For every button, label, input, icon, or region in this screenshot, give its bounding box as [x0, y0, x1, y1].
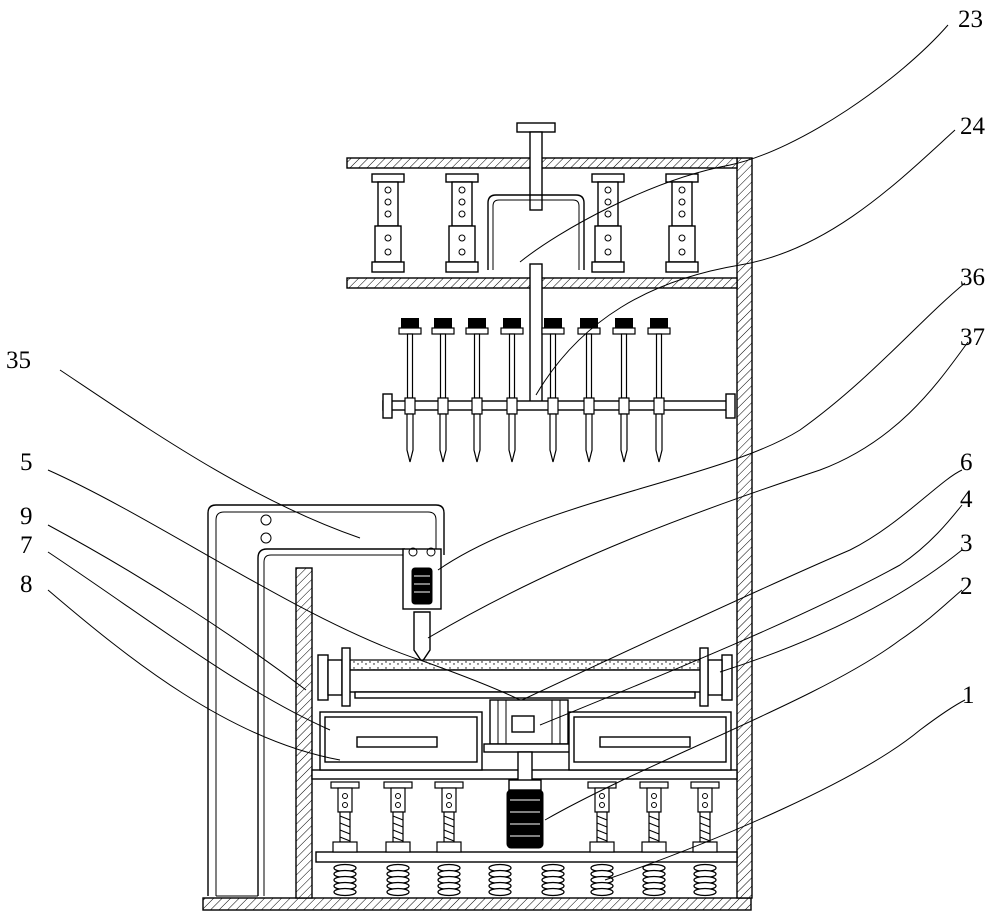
- callout-4: 4: [960, 486, 973, 513]
- needle-3: [465, 318, 489, 463]
- springs: [333, 863, 717, 897]
- leader-2: [544, 589, 963, 821]
- spring-1: [333, 863, 357, 897]
- callout-24: 24: [960, 113, 986, 140]
- support-jacks: [330, 781, 720, 853]
- column-jack-2: [445, 173, 479, 273]
- callout-36: 36: [960, 264, 985, 291]
- spring-3: [437, 863, 461, 897]
- spring-4: [488, 863, 512, 897]
- callout-37: 37: [960, 324, 985, 351]
- support-jack-5: [639, 781, 669, 853]
- callout-2: 2: [960, 573, 973, 600]
- callout-8: 8: [20, 571, 33, 598]
- spring-2: [386, 863, 410, 897]
- needle-4: [500, 318, 524, 463]
- bottom-plate: [315, 851, 738, 863]
- spring-5: [541, 863, 565, 897]
- leader-8: [47, 589, 341, 761]
- callout-9: 9: [20, 503, 33, 530]
- leader-37: [427, 341, 969, 639]
- column-jack-4: [665, 173, 699, 273]
- leader-9: [47, 524, 307, 691]
- leader-lines: [47, 24, 969, 881]
- needle-2: [431, 318, 455, 463]
- right-column: [736, 157, 753, 899]
- support-jack-2: [383, 781, 413, 853]
- column-jack-1: [371, 173, 405, 273]
- leader-7: [47, 551, 331, 731]
- spring-8: [693, 863, 717, 897]
- callout-3: 3: [960, 530, 973, 557]
- leader-3: [719, 549, 963, 673]
- support-jack-1: [330, 781, 360, 853]
- leader-4: [539, 504, 963, 726]
- press-head: [207, 504, 445, 897]
- spring-7: [642, 863, 666, 897]
- callout-1: 1: [962, 682, 975, 709]
- work-table: [317, 647, 733, 849]
- leader-1: [604, 699, 966, 881]
- callout-5: 5: [20, 449, 33, 476]
- support-jack-4: [587, 781, 617, 853]
- leader-35: [59, 369, 361, 539]
- needle-5: [541, 318, 565, 463]
- needle-1: [398, 318, 422, 463]
- leader-24: [535, 129, 956, 396]
- needle-8: [647, 318, 671, 463]
- needle-7: [612, 318, 636, 463]
- leader-36: [437, 282, 966, 571]
- needle-bank: [382, 318, 736, 463]
- callout-23: 23: [958, 6, 983, 33]
- leader-23: [519, 24, 949, 263]
- column-jack-3: [591, 173, 625, 273]
- needle-6: [577, 318, 601, 463]
- leader-6: [521, 469, 963, 701]
- callout-7: 7: [20, 532, 33, 559]
- callout-35: 35: [6, 347, 31, 374]
- spring-6: [590, 863, 614, 897]
- callout-labels: 23 24 36 37 35 5 6 9 4 7 3 8 2 1: [6, 6, 986, 709]
- base-plate: [202, 897, 752, 911]
- support-jack-6: [690, 781, 720, 853]
- leader-5: [47, 469, 521, 701]
- callout-6: 6: [960, 449, 973, 476]
- left-column: [295, 567, 313, 899]
- support-jack-3: [434, 781, 464, 853]
